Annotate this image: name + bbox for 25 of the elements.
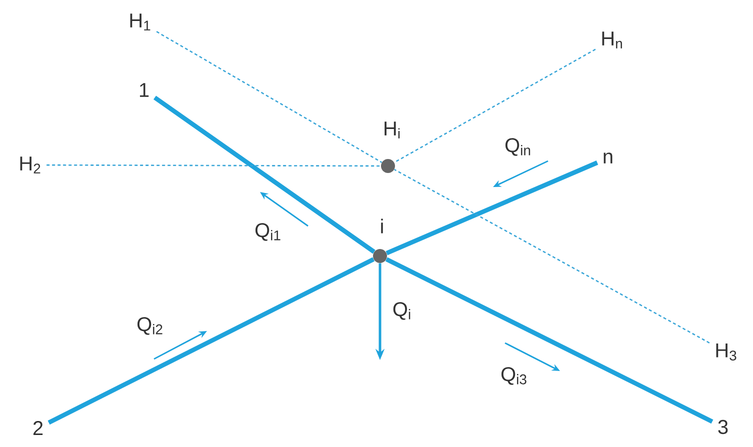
end-label: 2 xyxy=(33,421,43,435)
end-label: H$_{1}$ xyxy=(130,14,150,30)
flow-label: Q$_{i1}$ xyxy=(255,223,280,241)
flow-label: Q$_{in}$ xyxy=(505,138,530,156)
node-label: H$_{i}$ xyxy=(384,122,400,138)
pipe-line xyxy=(386,160,598,256)
edge-label: Q$_{i}$ xyxy=(393,302,410,320)
junction-dot xyxy=(373,249,387,263)
dashed-line xyxy=(394,48,596,164)
dashed-line xyxy=(394,168,710,344)
pipe-line xyxy=(48,257,375,425)
end-label: H$_{2}$ xyxy=(20,156,40,174)
end-label: H$_{3}$ xyxy=(716,344,736,360)
end-label: n xyxy=(604,152,612,164)
junction-dot xyxy=(381,159,395,173)
end-label: 3 xyxy=(718,420,728,434)
flow-label: Q$_{i2}$ xyxy=(137,317,162,335)
pipe-line xyxy=(385,257,714,424)
end-label: H$_{n}$ xyxy=(602,32,622,48)
end-label: 1 xyxy=(140,83,149,97)
flow-label: Q$_{i3}$ xyxy=(501,367,526,385)
pipe-line xyxy=(153,96,376,254)
dashed-line xyxy=(156,31,382,163)
dashed-line xyxy=(46,164,381,167)
node-label: i xyxy=(381,218,383,234)
